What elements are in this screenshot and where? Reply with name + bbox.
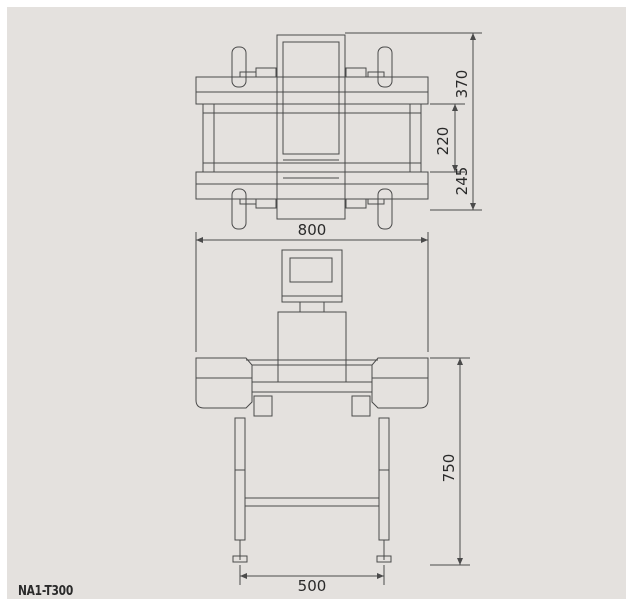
width-dimension: [195, 232, 429, 352]
front-display-unit: [281, 249, 343, 303]
model-label: NA1-T300: [18, 584, 74, 599]
top-head-panel: [282, 41, 340, 155]
top-frame-lower: [195, 183, 429, 200]
top-frame-upper-lip: [195, 91, 429, 105]
dimension-arrows: [196, 33, 476, 579]
top-detector-head: [276, 34, 346, 220]
leg-span-dimension: [239, 565, 385, 585]
front-leg-right: [378, 417, 390, 541]
front-display-screen: [289, 257, 333, 283]
front-lower-crossbar: [244, 497, 380, 507]
dim-500: 500: [298, 577, 327, 595]
front-conveyor-left: [195, 357, 253, 409]
front-bracket-right: [351, 395, 371, 417]
top-belt: [202, 103, 422, 173]
dim-220: 220: [434, 127, 452, 156]
top-frame-upper: [195, 76, 429, 93]
front-conveyor-right: [371, 357, 429, 409]
front-bracket-left: [253, 395, 273, 417]
height-dimension: [430, 357, 470, 566]
front-leg-left: [234, 417, 246, 541]
dim-800: 800: [298, 221, 327, 239]
top-handle-bl: [231, 188, 247, 230]
front-view: [195, 249, 429, 563]
top-dimensions: [345, 32, 482, 211]
top-handle-tr: [377, 46, 393, 88]
front-crossbeam: [251, 381, 373, 393]
drawing-frame: 800 500 370 220 245 750 NA1-T300: [7, 7, 626, 599]
top-view: [195, 34, 429, 230]
front-foot-right: [376, 555, 392, 563]
dim-370: 370: [453, 70, 471, 99]
top-handle-br: [377, 188, 393, 230]
dim-245: 245: [453, 167, 471, 196]
front-detector-head: [277, 311, 347, 383]
dim-750: 750: [440, 454, 458, 483]
front-foot-left: [232, 555, 248, 563]
top-handle-tl: [231, 46, 247, 88]
